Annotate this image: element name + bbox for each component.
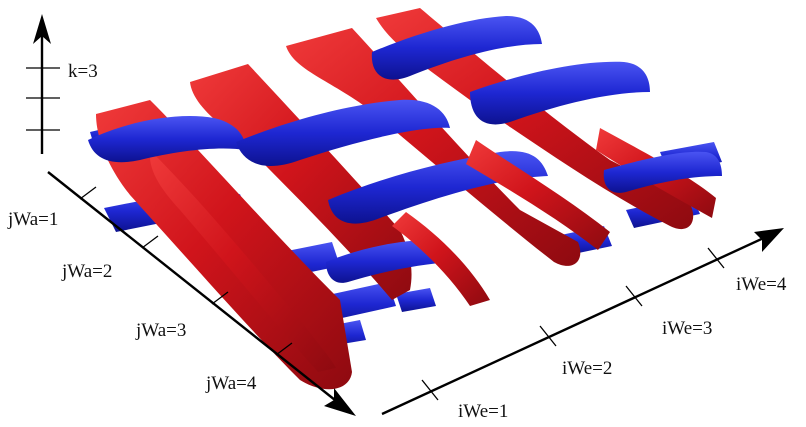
warp-axis-label-3: jWa=3: [135, 320, 186, 341]
vertical-axis: k=3: [26, 14, 98, 154]
weft-yarn: [88, 116, 246, 163]
weft-axis-tick: [539, 325, 557, 347]
weft-yarn: [326, 240, 452, 283]
warp-axis-arrowhead: [324, 388, 356, 416]
warp-highlights: [392, 140, 610, 306]
weft-yarn: [603, 151, 722, 193]
weft-yarn: [371, 16, 542, 80]
weft-axis-tick: [707, 247, 725, 269]
warp-yarn: [392, 212, 490, 306]
weft-axis-arrowhead: [754, 228, 784, 252]
vertical-axis-arrowhead: [33, 14, 51, 44]
warp-yarn: [466, 140, 610, 250]
weft-axis-tick: [625, 285, 643, 307]
warp-axis-label-4: jWa=4: [205, 373, 257, 394]
weft-axis-label-2: iWe=2: [562, 358, 612, 379]
weft-yarn: [396, 288, 436, 312]
weft-yarn: [236, 99, 450, 166]
weft-axis-label-4: iWe=4: [736, 274, 787, 295]
warp-axis-tick: [211, 291, 229, 305]
warp-yarn-front: [149, 150, 336, 372]
weft-yarn: [470, 61, 650, 125]
warp-yarn-2: [190, 64, 412, 300]
weft-axis-label-1: iWe=1: [458, 401, 508, 422]
weft-axis-label-3: iWe=3: [662, 318, 712, 339]
warp-axis-tick: [79, 186, 97, 200]
warp-axis-tick: [141, 235, 159, 249]
warp-axis: jWa=1 jWa=2 jWa=3 jWa=4: [7, 171, 356, 416]
warp-yarn-3: [286, 28, 581, 266]
warp-axis-label-1: jWa=1: [7, 209, 58, 230]
warp-axis-tick: [275, 342, 293, 356]
weft-axis-tick: [421, 379, 439, 401]
warp-axis-label-2: jWa=2: [61, 261, 112, 282]
vertical-axis-label: k=3: [68, 61, 98, 82]
weft-axis: iWe=1 iWe=2 iWe=3 iWe=4: [381, 228, 787, 422]
